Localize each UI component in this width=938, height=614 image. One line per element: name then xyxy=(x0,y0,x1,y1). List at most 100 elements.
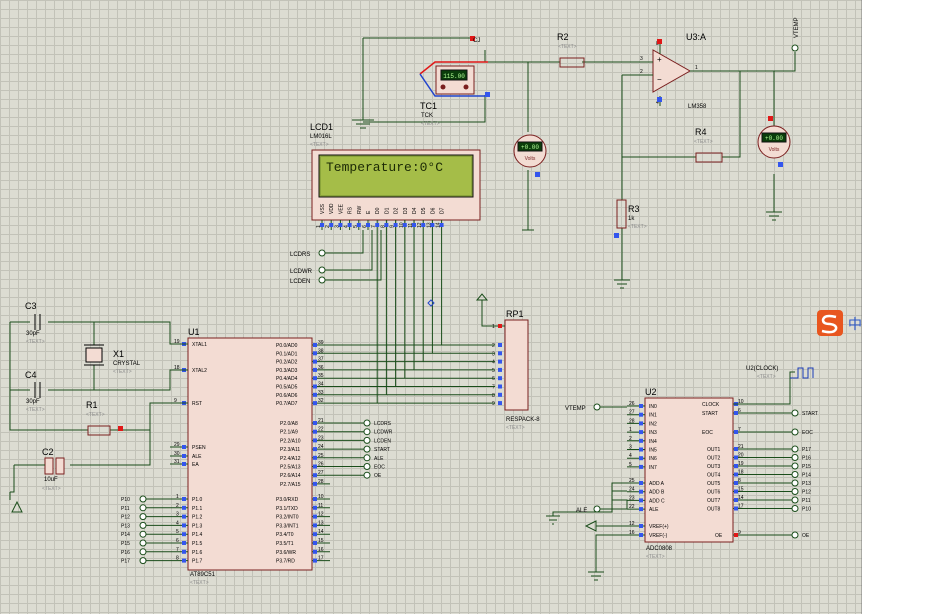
u1-pin-name: XTAL2 xyxy=(192,368,207,374)
feedback-wiring xyxy=(614,71,782,289)
x1-ref: X1 xyxy=(113,349,124,359)
lcd-pin-marker xyxy=(366,223,370,227)
u2-out-terminal[interactable] xyxy=(791,445,799,453)
capacitor-c4[interactable]: C4 30pF <TEXT> xyxy=(25,370,45,413)
thermocouple-tc1[interactable]: 115.00 CJ TC1 TCK <TEXT> xyxy=(419,36,490,127)
u1-p1-net: P14 xyxy=(121,532,130,538)
u2-out-terminal[interactable] xyxy=(791,488,799,495)
u2-out-terminal[interactable] xyxy=(791,496,799,504)
u1-p1-terminal[interactable] xyxy=(139,530,147,538)
u2-out-terminal[interactable] xyxy=(791,505,799,512)
u1-p1-terminal[interactable] xyxy=(139,539,147,547)
schematic-canvas[interactable]: 115.00 CJ TC1 TCK <TEXT> R2 <TEXT> +0.00… xyxy=(0,0,862,614)
u2-out-terminal[interactable] xyxy=(791,462,799,470)
u1-p3-number: 10 xyxy=(318,494,324,500)
u1-p2-terminal[interactable] xyxy=(363,436,371,444)
u2-out-terminal[interactable] xyxy=(791,454,799,461)
u1-p1-net: P15 xyxy=(121,541,130,547)
rp1-pin-marker xyxy=(498,384,502,389)
resistor-r4[interactable]: R4 <TEXT> xyxy=(694,127,723,163)
u1-p1-terminal[interactable] xyxy=(139,548,147,556)
u1-p0-number: 37 xyxy=(318,357,324,363)
lcd-pin-marker xyxy=(338,223,343,227)
u2-pin-marker xyxy=(734,533,738,537)
u1-p2-terminal[interactable] xyxy=(363,454,371,462)
u1-p2-number: 23 xyxy=(318,435,324,441)
u1-ref: U1 xyxy=(188,327,200,337)
u1-p2-terminal[interactable] xyxy=(363,445,371,453)
rp1-pin-marker xyxy=(498,392,502,397)
u1-p2-name: P2.3/A11 xyxy=(280,447,300,453)
u2-pin-name: VREF(-) xyxy=(649,533,668,539)
u2-pin-number: 16 xyxy=(629,530,635,536)
vtemp-terminal[interactable]: VTEMP xyxy=(791,17,800,52)
u1-p1-terminal[interactable] xyxy=(139,495,147,503)
rp1-pin-number: 1 xyxy=(492,324,495,330)
u1-p1-terminal[interactable] xyxy=(139,513,147,521)
u2-pin-name: OUT2 xyxy=(707,456,721,462)
adc-vtemp-label: VTEMP xyxy=(565,406,586,412)
u2-pin-name: IN6 xyxy=(649,456,657,462)
voltmeter-2[interactable]: +0.00 Volts xyxy=(757,116,791,167)
u1-pin-name: XTAL1 xyxy=(192,342,207,348)
u1-p1-number: 2 xyxy=(176,503,179,509)
lcd-pin-marker xyxy=(356,223,361,227)
lcd-pin-number: 5 xyxy=(353,225,359,228)
lcd-pin-name: VSS xyxy=(320,203,326,214)
crystal-x1[interactable]: X1 CRYSTAL <TEXT> xyxy=(84,344,141,375)
u2-pin-name: IN2 xyxy=(649,421,657,427)
u2-pin-number: 2 xyxy=(629,436,632,442)
capacitor-c2[interactable]: C2 10uF <TEXT> xyxy=(9,447,65,513)
lcd-pin-marker xyxy=(430,223,435,227)
lcd-pin-name: D7 xyxy=(440,207,446,214)
u2-pin-name: IN7 xyxy=(649,465,657,471)
u1-pin-number: 19 xyxy=(174,339,180,345)
resistor-r3[interactable]: R3 1k <TEXT> xyxy=(614,199,647,238)
u1-pin-marker xyxy=(313,421,317,425)
u1-pin-marker xyxy=(313,473,317,478)
u1-p1-terminal[interactable] xyxy=(139,504,147,512)
resistor-r2[interactable]: R2 <TEXT> xyxy=(557,32,585,68)
u2-pin-number: 26 xyxy=(629,401,635,407)
u1-p1-terminal[interactable] xyxy=(139,521,147,529)
rp1-pin-number: 2 xyxy=(492,343,495,349)
voltmeter-1[interactable]: +0.00 Volts xyxy=(513,134,547,177)
resistor-r1[interactable]: R1 <TEXT> xyxy=(86,400,123,436)
mcu-u1[interactable]: U1 AT89C51 <TEXT> xyxy=(187,327,313,586)
u2-net-terminal[interactable] xyxy=(791,409,799,417)
svg-text:−: − xyxy=(657,75,662,84)
u1-p2-terminal[interactable] xyxy=(363,471,371,479)
u2-pin-number: 22 xyxy=(629,504,635,510)
u2-net-terminal[interactable] xyxy=(791,531,799,539)
u2-net-terminal[interactable] xyxy=(791,428,799,436)
lcd-lm016l[interactable]: Temperature:0°C LCD1 LM016L <TEXT> xyxy=(310,122,481,221)
u1-p2-terminal[interactable] xyxy=(363,428,371,436)
adc-u2[interactable]: U2 ADC0808 <TEXT> xyxy=(644,387,734,560)
u1-p1-number: 6 xyxy=(176,538,179,544)
u1-pin-marker xyxy=(313,514,317,519)
u1-pin-marker xyxy=(313,541,317,545)
lcd-pin-name: VDD xyxy=(329,203,335,214)
u1-pin-number: 31 xyxy=(174,459,180,465)
u1-p1-name: P1.0 xyxy=(192,497,203,503)
u2-model: ADC0808 xyxy=(646,546,673,552)
opamp-u3a[interactable]: + − 3 2 1 8 4 U3:A LM358 xyxy=(622,32,796,110)
capacitor-c3[interactable]: C3 30pF <TEXT> xyxy=(25,301,45,345)
u1-p2-terminal[interactable] xyxy=(363,463,371,470)
u1-p2-terminal[interactable] xyxy=(363,419,371,427)
rp1-pin-marker xyxy=(498,401,502,406)
rp1-text: <TEXT> xyxy=(506,425,525,431)
u1-pin-marker xyxy=(313,447,317,452)
u2-out-terminal[interactable] xyxy=(791,479,799,487)
u2-pin-number: 9 xyxy=(738,530,741,536)
u1-pin-marker xyxy=(313,497,317,501)
net-lcdwr-lcd: LCDWR xyxy=(290,269,313,275)
u1-pin-name: EA xyxy=(192,462,199,468)
u1-p2-number: 26 xyxy=(318,462,324,468)
u1-p1-terminal[interactable] xyxy=(139,557,147,565)
u2-out-terminal[interactable] xyxy=(791,471,799,478)
u2-pin-marker xyxy=(639,464,643,469)
u1-text: <TEXT> xyxy=(190,580,209,586)
respack-rp1[interactable]: RP1 RESPACK-8 <TEXT> xyxy=(475,293,540,431)
lcd-pin-number: 12 xyxy=(417,222,423,228)
